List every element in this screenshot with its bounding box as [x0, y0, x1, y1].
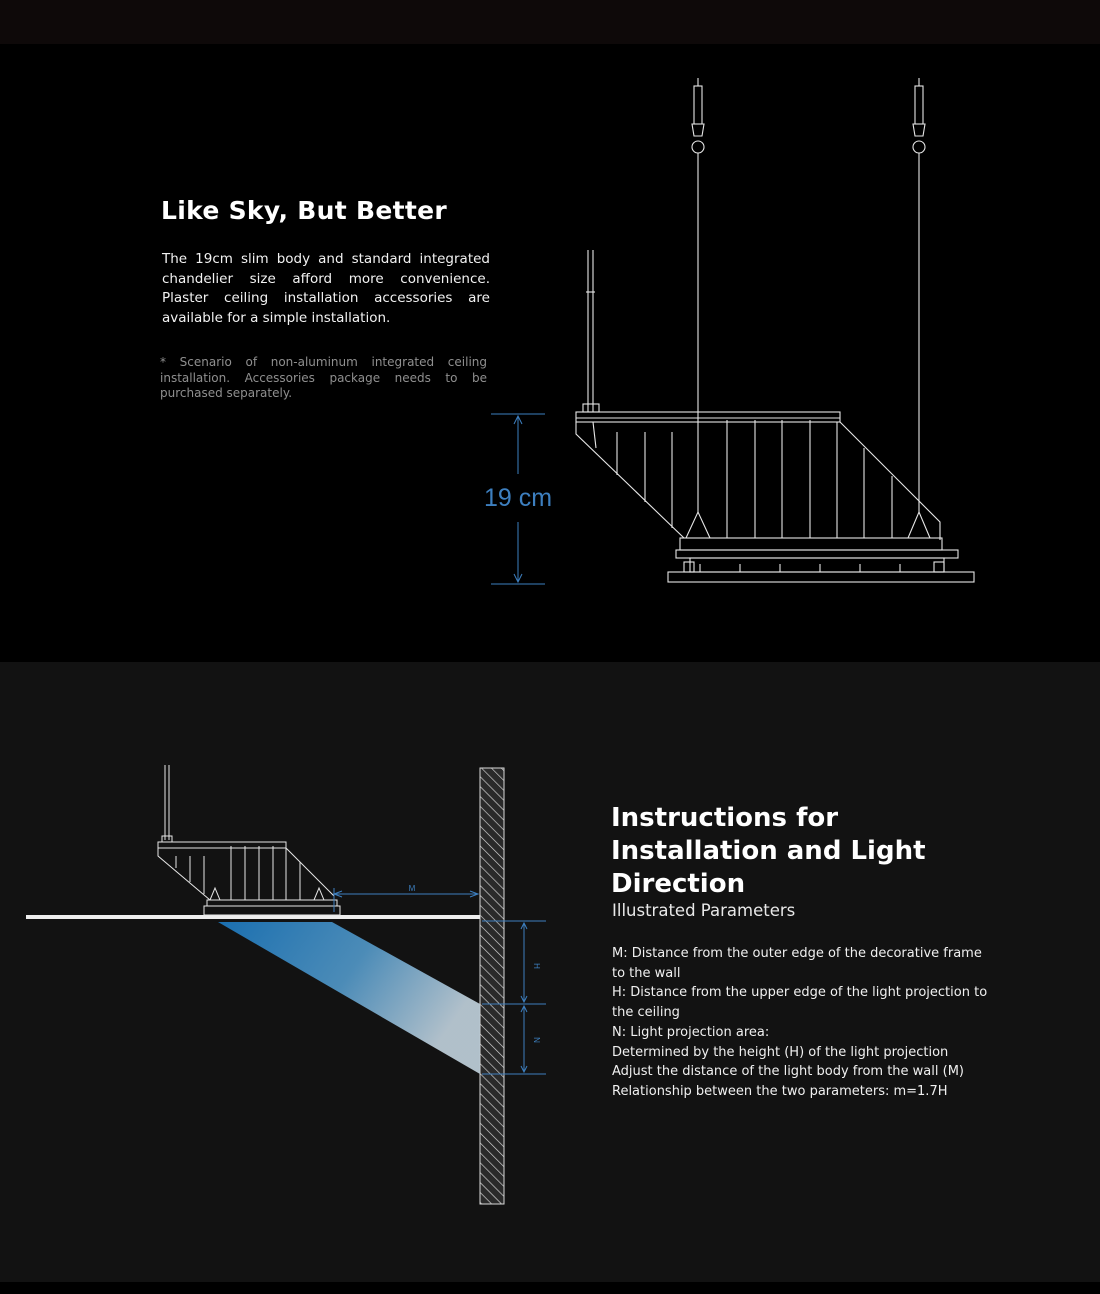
top-bar — [0, 0, 1100, 44]
ceiling-line — [26, 915, 480, 919]
parameter-item: H: Distance from the upper edge of the l… — [612, 985, 988, 1021]
fixture-outline — [575, 78, 975, 583]
section-installation — [0, 662, 1100, 1282]
section1-body: The 19cm slim body and standard integrat… — [162, 251, 490, 327]
section1-note: * Scenario of non-aluminum integrated ce… — [160, 355, 487, 400]
bottom-bar — [0, 1282, 1100, 1294]
wall-hatch — [479, 767, 505, 1205]
installation-diagram: M H N — [26, 765, 546, 1205]
label-m: M — [409, 884, 416, 893]
label-n: N — [532, 1037, 541, 1043]
parameter-item: Relationship between the two parameters:… — [612, 1083, 948, 1099]
section2-subtitle: Illustrated Parameters — [612, 901, 796, 920]
parameter-list: M: Distance from the outer edge of the d… — [612, 944, 992, 1102]
height-dimension — [491, 413, 545, 585]
label-h: H — [532, 963, 541, 969]
parameter-item: N: Light projection area: — [612, 1024, 770, 1040]
parameter-item: Adjust the distance of the light body fr… — [612, 1064, 964, 1080]
parameter-item: M: Distance from the outer edge of the d… — [612, 946, 982, 981]
light-beam — [218, 922, 480, 1074]
parameter-item: Determined by the height (H) of the ligh… — [612, 1044, 949, 1060]
height-dimension-label: 19 cm — [484, 484, 552, 512]
section1-title: Like Sky, But Better — [161, 196, 448, 225]
section2-title: Instructions for Installation and Light … — [611, 803, 926, 899]
section-slim-body — [0, 44, 1100, 662]
